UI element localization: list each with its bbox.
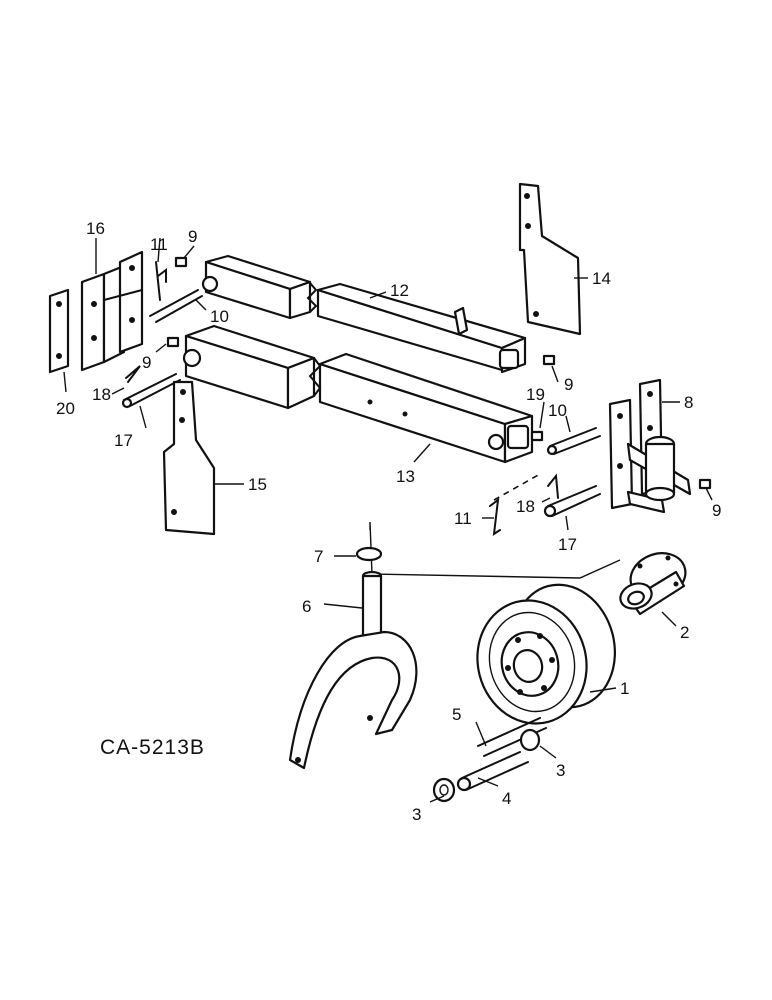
spindle-fork	[288, 546, 418, 770]
callout-15: 15	[248, 475, 267, 494]
callout-5: 5	[452, 705, 461, 724]
callout-14: 14	[592, 269, 611, 288]
callout-6: 6	[302, 597, 311, 616]
callout-11-bottom: 11	[454, 509, 472, 528]
upper-frame-tube	[201, 254, 527, 374]
wheel-hub	[619, 552, 687, 616]
upper-side-plate	[518, 182, 582, 336]
drawing-code: CA-5213B	[100, 736, 205, 759]
callout-7: 7	[314, 547, 323, 566]
callout-4: 4	[502, 789, 511, 808]
callout-2: 2	[680, 623, 689, 642]
callout-labels: 1 2 3 3 4 5 6 7 8 9 9 9 9 10 10 11 11 12…	[56, 219, 721, 824]
leader-lines	[63, 237, 713, 803]
callout-17-left: 17	[114, 431, 133, 450]
left-mount-bracket	[80, 250, 144, 372]
lower-frame-tube	[182, 324, 534, 464]
callout-9-mid-left: 9	[142, 353, 151, 372]
callout-10-left: 10	[210, 307, 229, 326]
callout-9-mid-right: 9	[564, 375, 573, 394]
callout-1: 1	[620, 679, 629, 698]
callout-8: 8	[684, 393, 693, 412]
callout-18-right: 18	[516, 497, 535, 516]
callout-20: 20	[56, 399, 75, 418]
axle-assembly	[432, 717, 547, 803]
right-hardware	[489, 354, 712, 537]
right-wheel-bracket	[608, 378, 692, 514]
wheel-rim	[476, 583, 616, 725]
lower-side-plate	[162, 380, 216, 536]
callout-13: 13	[396, 467, 415, 486]
left-hardware	[121, 256, 203, 409]
callout-10-right: 10	[548, 401, 567, 420]
callout-9-bottom-right: 9	[712, 501, 721, 520]
callout-3-left: 3	[412, 805, 421, 824]
callout-3-right: 3	[556, 761, 565, 780]
callout-9-top-left: 9	[188, 227, 197, 246]
callout-16: 16	[86, 219, 105, 238]
callout-17-right: 17	[558, 535, 577, 554]
callout-12: 12	[390, 281, 409, 300]
callout-11-top: 11	[150, 235, 168, 254]
callout-19: 19	[526, 385, 545, 404]
callout-18-left: 18	[92, 385, 111, 404]
left-clamp-plate	[48, 288, 70, 374]
